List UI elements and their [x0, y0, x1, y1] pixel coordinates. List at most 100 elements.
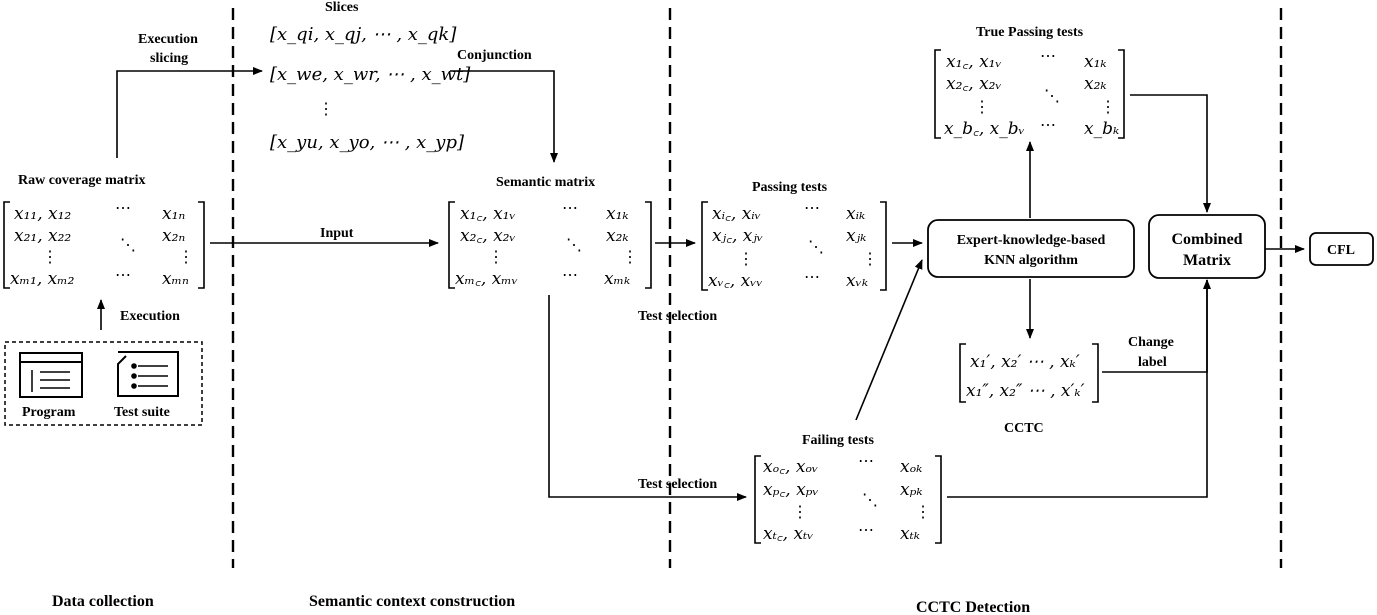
svg-text:x₁₁, x₁₂: x₁₁, x₁₂	[14, 204, 71, 224]
svg-text:⋯: ⋯	[804, 267, 820, 286]
svg-text:x₁″, x₂″ ⋯ , x′ₖ′: x₁″, x₂″ ⋯ , x′ₖ′	[966, 381, 1085, 401]
svg-text:⋮: ⋮	[974, 97, 990, 116]
svg-text:⋱: ⋱	[120, 235, 136, 254]
svg-text:xₘₙ: xₘₙ	[162, 269, 189, 289]
svg-text:x_b꜀, x_bᵥ: x_b꜀, x_bᵥ	[944, 119, 1025, 139]
svg-text:⋱: ⋱	[566, 235, 582, 254]
svg-text:xᵥₖ: xᵥₖ	[846, 271, 868, 291]
cfl-box: CFL	[1309, 232, 1374, 266]
svg-text:x₁ₙ: x₁ₙ	[162, 204, 185, 224]
raw-coverage-matrix: x₁₁, x₁₂ ⋯ x₁ₙ x₂₁, x₂₂ ⋱ x₂ₙ ⋮ ⋮ xₘ₁, x…	[3, 198, 205, 289]
test-selection-label-2: Test selection	[638, 477, 717, 492]
svg-text:xₚₖ: xₚₖ	[900, 480, 923, 500]
svg-text:x₁꜀, x₁ᵥ: x₁꜀, x₁ᵥ	[460, 204, 516, 224]
change-label-2: label	[1138, 355, 1167, 370]
slice-2: [x_we, x_wr, ⋯ , x_wt]	[270, 64, 471, 85]
svg-text:xᵢₖ: xᵢₖ	[846, 204, 865, 224]
svg-text:⋯: ⋯	[562, 198, 578, 217]
failing-tests-label: Failing tests	[802, 433, 874, 448]
svg-text:Combined: Combined	[1171, 231, 1242, 248]
svg-text:xₒ꜀, xₒᵥ: xₒ꜀, xₒᵥ	[763, 457, 818, 477]
failing-tests-matrix: xₒ꜀, xₒᵥ ⋯ xₒₖ xₚ꜀, xₚᵥ ⋱ xₚₖ ⋮ ⋮ xₜ꜀, x…	[754, 451, 942, 544]
svg-text:⋯: ⋯	[1040, 115, 1056, 134]
svg-text:⋮: ⋮	[488, 247, 504, 266]
svg-text:x_bₖ: x_bₖ	[1084, 119, 1119, 139]
svg-text:⋮: ⋮	[178, 247, 194, 266]
svg-text:xₘ₁, xₘ₂: xₘ₁, xₘ₂	[10, 269, 75, 289]
svg-text:xₜ꜀, xₜᵥ: xₜ꜀, xₜᵥ	[763, 524, 814, 544]
svg-text:xₚ꜀, xₚᵥ: xₚ꜀, xₚᵥ	[763, 480, 819, 500]
svg-text:x₂ₙ: x₂ₙ	[162, 226, 185, 246]
svg-text:CFL: CFL	[1327, 243, 1355, 258]
svg-text:⋯: ⋯	[858, 451, 874, 470]
svg-text:⋱: ⋱	[808, 237, 824, 256]
svg-text:⋯: ⋯	[562, 265, 578, 284]
phase-semantic-context: Semantic context construction	[309, 593, 515, 610]
svg-text:x₂꜀, x₂ᵥ: x₂꜀, x₂ᵥ	[460, 226, 516, 246]
change-label-1: Change	[1128, 335, 1174, 350]
svg-text:x₂₁, x₂₂: x₂₁, x₂₂	[14, 226, 71, 246]
svg-text:x₁꜀, x₁ᵥ: x₁꜀, x₁ᵥ	[946, 52, 1002, 72]
cctc-matrix: x₁′, x₂′ ⋯ , xₖ′ x₁″, x₂″ ⋯ , x′ₖ′	[959, 343, 1099, 403]
test-suite-label: Test suite	[114, 405, 170, 420]
conjunction-label: Conjunction	[457, 48, 532, 63]
svg-text:x₁ₖ: x₁ₖ	[1084, 52, 1107, 72]
combined-matrix-box: Combined Matrix	[1148, 214, 1266, 279]
knn-algorithm-box: Expert-knowledge-based KNN algorithm	[927, 219, 1135, 278]
svg-text:xᵥ꜀, xᵥᵥ: xᵥ꜀, xᵥᵥ	[708, 271, 763, 291]
execution-slicing-label-2: slicing	[150, 51, 188, 66]
svg-text:⋯: ⋯	[1040, 46, 1056, 65]
phase-data-collection: Data collection	[52, 593, 154, 610]
passing-tests-matrix: xᵢ꜀, xᵢᵥ ⋯ xᵢₖ xⱼ꜀, xⱼᵥ ⋱ xⱼₖ ⋮ ⋮ xᵥ꜀, x…	[701, 198, 887, 291]
svg-text:⋮: ⋮	[42, 247, 58, 266]
input-sources-box	[4, 341, 203, 426]
slices-label: Slices	[325, 0, 359, 15]
svg-text:x₂꜀, x₂ᵥ: x₂꜀, x₂ᵥ	[946, 74, 1002, 94]
svg-text:⋮: ⋮	[622, 247, 638, 266]
svg-text:⋯: ⋯	[115, 265, 131, 284]
svg-text:⋮: ⋮	[862, 249, 878, 268]
svg-text:xₜₖ: xₜₖ	[900, 524, 920, 544]
slice-1: [x_qi, x_qj, ⋯ , x_qk]	[270, 24, 457, 45]
test-suite-icon	[117, 351, 179, 397]
test-selection-label-1: Test selection	[638, 309, 717, 324]
cctc-label: CCTC	[1004, 421, 1044, 436]
phase-cctc-detection: CCTC Detection	[916, 599, 1030, 615]
svg-text:xₘ꜀, xₘᵥ: xₘ꜀, xₘᵥ	[455, 269, 518, 289]
svg-text:xₘₖ: xₘₖ	[604, 269, 630, 289]
svg-text:xⱼ꜀, xⱼᵥ: xⱼ꜀, xⱼᵥ	[712, 226, 763, 246]
semantic-matrix: x₁꜀, x₁ᵥ ⋯ x₁ₖ x₂꜀, x₂ᵥ ⋱ x₂ₖ ⋮ ⋮ xₘ꜀, x…	[448, 198, 652, 289]
slice-3: [x_yu, x_yo, ⋯ , x_yp]	[270, 132, 465, 153]
svg-text:⋮: ⋮	[738, 249, 754, 268]
svg-text:xᵢ꜀, xᵢᵥ: xᵢ꜀, xᵢᵥ	[712, 204, 761, 224]
passing-tests-label: Passing tests	[752, 180, 828, 195]
svg-text:⋯: ⋯	[858, 520, 874, 539]
execution-label: Execution	[120, 309, 180, 324]
execution-slicing-label-1: Execution	[138, 32, 198, 47]
svg-text:Matrix: Matrix	[1183, 252, 1231, 269]
svg-text:⋮: ⋮	[915, 502, 931, 521]
svg-text:⋱: ⋱	[1044, 86, 1060, 105]
svg-text:xⱼₖ: xⱼₖ	[846, 226, 866, 246]
program-icon	[19, 352, 83, 398]
svg-text:⋮: ⋮	[792, 502, 808, 521]
program-label: Program	[22, 405, 76, 420]
input-label: Input	[320, 226, 354, 241]
svg-text:xₒₖ: xₒₖ	[900, 457, 922, 477]
svg-text:⋱: ⋱	[862, 490, 878, 509]
svg-text:Expert-knowledge-based: Expert-knowledge-based	[957, 233, 1106, 248]
svg-text:KNN algorithm: KNN algorithm	[984, 253, 1078, 268]
true-passing-tests-matrix: x₁꜀, x₁ᵥ ⋯ x₁ₖ x₂꜀, x₂ᵥ ⋱ x₂ₖ ⋮ ⋮ x_b꜀, …	[934, 46, 1125, 139]
raw-coverage-matrix-label: Raw coverage matrix	[18, 173, 146, 188]
svg-text:x₁′, x₂′ ⋯ , xₖ′: x₁′, x₂′ ⋯ , xₖ′	[970, 352, 1080, 372]
svg-text:x₁ₖ: x₁ₖ	[606, 204, 629, 224]
svg-text:⋯: ⋯	[804, 198, 820, 217]
semantic-matrix-label: Semantic matrix	[496, 175, 595, 190]
slices-list: [x_qi, x_qj, ⋯ , x_qk] [x_we, x_wr, ⋯ , …	[270, 24, 471, 153]
true-passing-tests-label: True Passing tests	[976, 25, 1084, 40]
svg-text:⋮: ⋮	[318, 99, 334, 118]
svg-text:x₂ₖ: x₂ₖ	[1084, 74, 1107, 94]
svg-text:⋮: ⋮	[1100, 97, 1116, 116]
